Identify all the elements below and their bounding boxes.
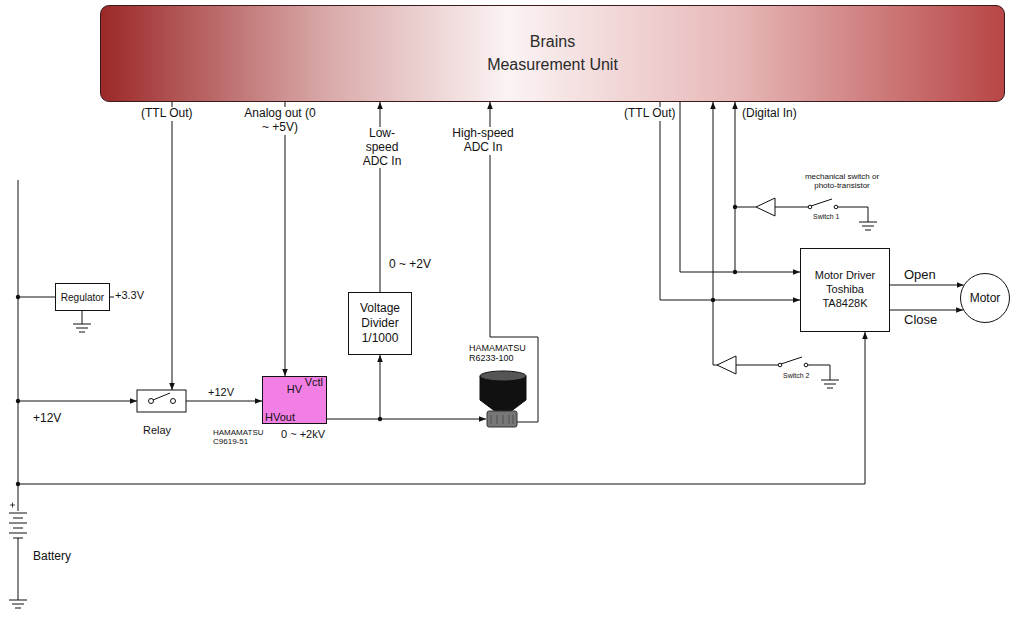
hv-module: HVVctlHVout (262, 376, 327, 424)
switch-symbol (778, 357, 808, 367)
relay-output-wire (186, 401, 262, 402)
node-text: Motor Driver Toshiba TA8428K (803, 269, 887, 310)
wire-label: (TTL Out) (140, 107, 194, 121)
supply-rail (18, 180, 19, 511)
ground-symbol (9, 600, 27, 608)
ttl-wire (172, 102, 173, 390)
node-text: Voltage Divider 1/1000 (351, 301, 409, 346)
photomultiplier-tube (480, 371, 526, 427)
battery-symbol (9, 503, 27, 539)
voltage-divider-box: Voltage Divider 1/1000 (348, 292, 412, 355)
edge-label: Open (903, 268, 937, 283)
wire-label: High-speed ADC In (446, 127, 520, 155)
switch-wire (735, 207, 756, 208)
wire-label: +12V (32, 412, 62, 426)
wire-label: 0 ~ +2V (388, 258, 432, 272)
wire-label: +3.3V (114, 289, 145, 302)
ground-symbol (73, 311, 91, 332)
node-text: Vctl (305, 376, 323, 388)
supply-wire (18, 332, 865, 484)
motor-driver-box: Motor Driver Toshiba TA8428K (800, 248, 890, 332)
relay-box (137, 390, 186, 412)
hv-wire (380, 419, 486, 420)
wire-connector (890, 310, 963, 311)
ground-symbol (838, 207, 877, 230)
switch-symbol (808, 199, 838, 209)
edge-label: Close (903, 313, 938, 328)
digital-wire (735, 102, 736, 272)
regulator-box: Regulator (55, 283, 110, 311)
switch-wire (775, 207, 808, 208)
buffer-symbol (756, 198, 775, 216)
wire-label: Switch 1 (812, 213, 840, 221)
wire-label: Switch 2 (782, 372, 810, 380)
wire-connector (890, 285, 964, 286)
wire-label: HAMAMATSU C9619-51 (212, 428, 276, 446)
node-text: Motor (970, 291, 1001, 305)
wire-label: Battery (32, 550, 72, 564)
wire-label: mechanical switch or photo-transistor (800, 172, 884, 190)
ground-wire (18, 538, 19, 600)
relay-switch-symbol (149, 393, 176, 404)
wire-label: (TTL Out) (623, 107, 677, 121)
wire-label: 0 ~ +2kV (280, 428, 326, 441)
wire-label: HAMAMATSU R6233-100 (468, 343, 532, 364)
wire-label: Analog out (0 ~ +5V) (243, 107, 317, 135)
supply-wire (18, 401, 137, 402)
wire-connector (680, 102, 800, 272)
switch-wire (736, 365, 778, 366)
ground-symbol (808, 365, 839, 388)
junction-dots (16, 205, 737, 486)
node-text: Regulator (61, 292, 104, 303)
wire-connector (660, 102, 800, 300)
wire-connector (285, 102, 286, 376)
node-text: HVout (265, 411, 295, 423)
buffer-symbol (717, 356, 736, 374)
node-text: Brains Measurement Unit (484, 31, 621, 76)
brains-unit: Brains Measurement Unit (100, 5, 1005, 102)
wire-label: +12V (207, 386, 235, 399)
wire-label: (Digital In) (741, 107, 798, 121)
wire-connector (327, 355, 380, 419)
motor-circle: Motor (960, 273, 1010, 323)
digital-wire (713, 102, 714, 365)
wire-label: Low-speed ADC In (352, 127, 412, 168)
wire-label: Relay (142, 424, 172, 437)
